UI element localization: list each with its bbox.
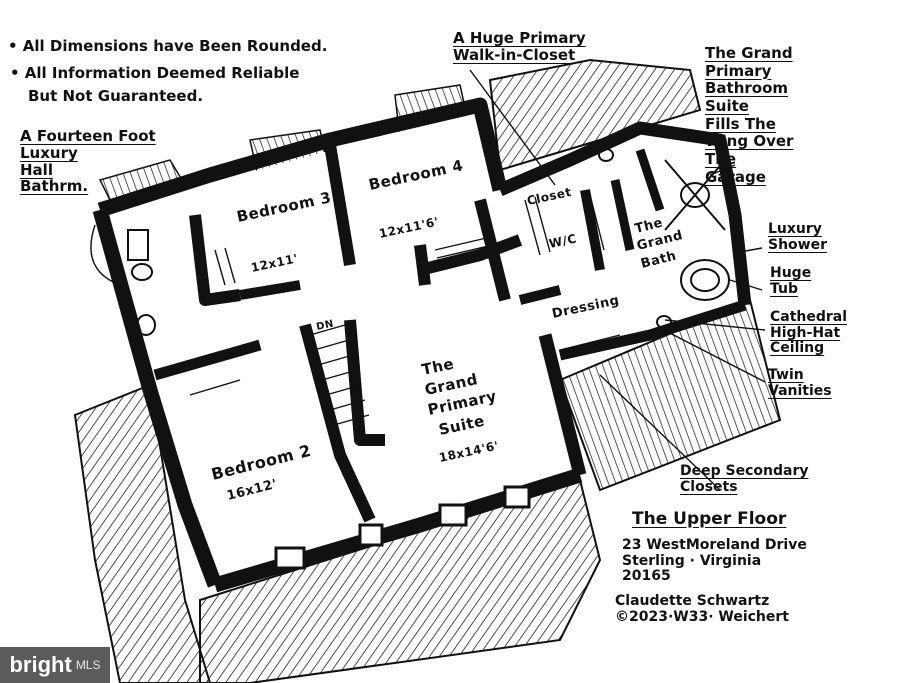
guarantee-note: But Not Guaranteed. [28,87,204,105]
walk-in-closet-callout: A Huge Primary Walk-in-Closet [453,29,586,64]
bath-fixtures [127,148,730,336]
ceiling-callout: Cathedral High-Hat Ceiling [770,309,848,357]
watermark-brand: bright [9,652,72,677]
callout-leaders [90,69,766,491]
wic-label: W/C [548,231,578,251]
vanities-callout: Twin Vanities [768,367,832,399]
closet-racks [189,194,621,396]
floor-title: The Upper Floor [632,509,787,529]
stairs [309,324,370,426]
mls-watermark: bright MLS [0,647,110,683]
property-address: 23 WestMoreland Drive Sterling · Virgini… [622,537,807,585]
secondary-closets-callout: Deep Secondary Closets [680,463,809,495]
interior-walls [153,144,665,523]
shower-callout: Luxury Shower [768,221,828,253]
artist-credit: Claudette Schwartz ©2023·W33· Weichert [615,593,789,625]
hall-bath-callout: A Fourteen Foot Luxury Hall Bathrm. [20,127,156,196]
primary-bath-suite-callout: The Grand Primary Bathroom Suite Fills T… [705,44,794,186]
windows [274,485,531,570]
tub-callout: Huge Tub [770,265,812,297]
watermark-suffix: MLS [75,658,101,672]
dimensions-note: • All Dimensions have Been Rounded. [8,37,328,55]
reliability-note: • All Information Deemed Reliable [10,64,300,82]
grand-bath-label-1: The [633,215,664,236]
stair-down-label: DN [315,319,335,333]
